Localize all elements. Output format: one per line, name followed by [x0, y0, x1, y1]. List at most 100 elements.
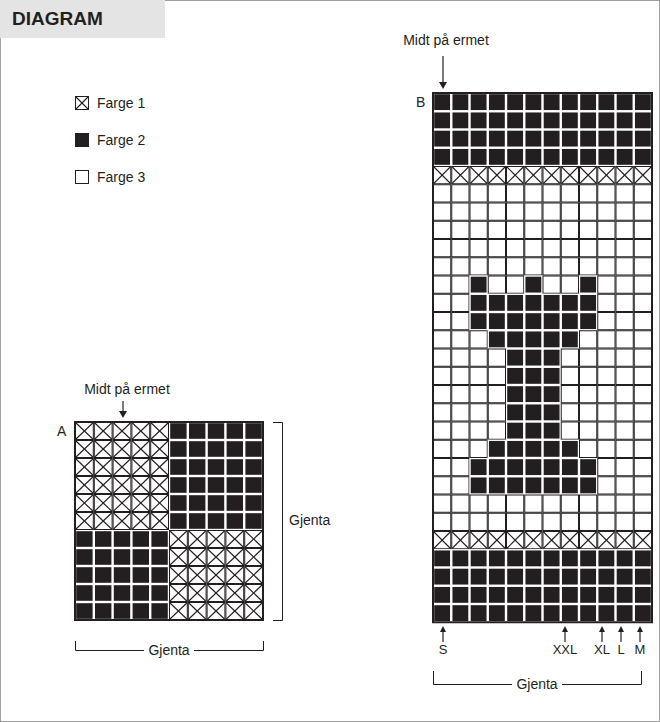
- cell-cross-line: [151, 441, 168, 457]
- cell-white: [543, 276, 560, 293]
- cell-cross-line: [245, 567, 262, 583]
- size-label: M: [635, 643, 646, 658]
- cell-black: [598, 94, 614, 110]
- cell-cross-line: [170, 603, 187, 619]
- cell-cross-line: [151, 477, 168, 493]
- chart-cell: [616, 111, 634, 129]
- cell-white: [488, 276, 505, 293]
- chart-cell: [634, 148, 652, 166]
- cell-cross-line: [95, 441, 112, 457]
- cell-white: [470, 331, 487, 348]
- cell-cross-line: [635, 532, 651, 548]
- chart-cell: [188, 494, 207, 512]
- cell-cross: [634, 167, 651, 184]
- cell-white: [470, 386, 487, 403]
- cell-cross-line: [208, 549, 225, 565]
- legend-swatch: [75, 133, 89, 147]
- cell-cross: [525, 532, 542, 549]
- cell-black: [525, 550, 541, 566]
- cell-cross: [170, 549, 188, 566]
- chart-cell: [506, 349, 524, 367]
- cell-cross: [113, 477, 131, 494]
- cell-black: [544, 386, 560, 402]
- cell-white: [616, 422, 633, 439]
- cell-black: [525, 423, 541, 439]
- cell-white: [488, 203, 505, 220]
- chart-cell: [113, 602, 132, 620]
- cell-cross-line: [114, 513, 131, 529]
- cell-black: [151, 585, 167, 601]
- cell-cross: [561, 167, 578, 184]
- cell-cross-line: [617, 167, 633, 183]
- cell-black: [471, 131, 487, 147]
- cell-cross-line: [245, 549, 262, 565]
- cell-cross: [245, 549, 263, 566]
- cell-black: [76, 585, 92, 601]
- cell-white: [634, 513, 651, 530]
- cell-cross: [580, 532, 597, 549]
- cell-white: [525, 221, 542, 238]
- cell-black: [471, 459, 487, 475]
- cell-cross-line: [114, 477, 131, 493]
- cell-white: [543, 513, 560, 530]
- chart-cell: [524, 93, 542, 111]
- cell-cross-line: [76, 459, 93, 475]
- cell-white: [452, 276, 469, 293]
- chart-cell: [506, 312, 524, 330]
- cell-cross-line: [245, 585, 262, 601]
- cell-cross-line: [489, 167, 505, 183]
- cell-white: [616, 349, 633, 366]
- chart-cell: [113, 566, 132, 584]
- cell-white: [598, 477, 615, 494]
- cell-white: [470, 422, 487, 439]
- cell-cross-line: [76, 495, 93, 511]
- note: Midt på ermet: [403, 32, 489, 48]
- cell-white: [598, 495, 615, 512]
- chart-cell: [561, 549, 579, 567]
- cell-cross-line: [245, 531, 262, 547]
- chart-cell: [543, 111, 561, 129]
- cell-white: [525, 240, 542, 257]
- chart-cell: [524, 422, 542, 440]
- cell-cross: [226, 567, 244, 584]
- cell-cross-line: [95, 459, 112, 475]
- cell-cross-line: [507, 532, 523, 548]
- cell-white: [452, 367, 469, 384]
- chart-cell: [543, 403, 561, 421]
- chart-cell: [634, 549, 652, 567]
- cell-white: [580, 404, 597, 421]
- cell-cross-line: [76, 423, 93, 439]
- cell-white: [616, 276, 633, 293]
- cell-cross-line: [132, 459, 149, 475]
- cell-black: [580, 550, 596, 566]
- cell-cross-line: [132, 423, 149, 439]
- chart-cell: [543, 93, 561, 111]
- cell-black: [489, 295, 505, 311]
- cell-white: [616, 240, 633, 257]
- cell-cross-line: [245, 603, 262, 619]
- cell-black: [489, 550, 505, 566]
- cell-black: [227, 423, 243, 439]
- cell-cross: [207, 585, 225, 602]
- cell-white: [470, 513, 487, 530]
- cell-cross: [188, 531, 206, 548]
- cell-white: [598, 240, 615, 257]
- chart-cell: [616, 549, 634, 567]
- cell-black: [580, 94, 596, 110]
- cell-cross: [76, 477, 94, 494]
- cell-cross-line: [617, 532, 633, 548]
- cell-black: [507, 313, 523, 329]
- cell-white: [580, 367, 597, 384]
- cell-black: [489, 149, 505, 165]
- cell-white: [580, 440, 597, 457]
- cell-cross-line: [114, 441, 131, 457]
- chart-cell: [488, 476, 506, 494]
- chart-cell: [207, 476, 226, 494]
- chart-cell: [169, 458, 188, 476]
- cell-black: [544, 131, 560, 147]
- chart-cell: [579, 130, 597, 148]
- cell-cross: [543, 532, 560, 549]
- chart-cell: [561, 476, 579, 494]
- cell-black: [507, 131, 523, 147]
- chart-cell: [244, 440, 263, 458]
